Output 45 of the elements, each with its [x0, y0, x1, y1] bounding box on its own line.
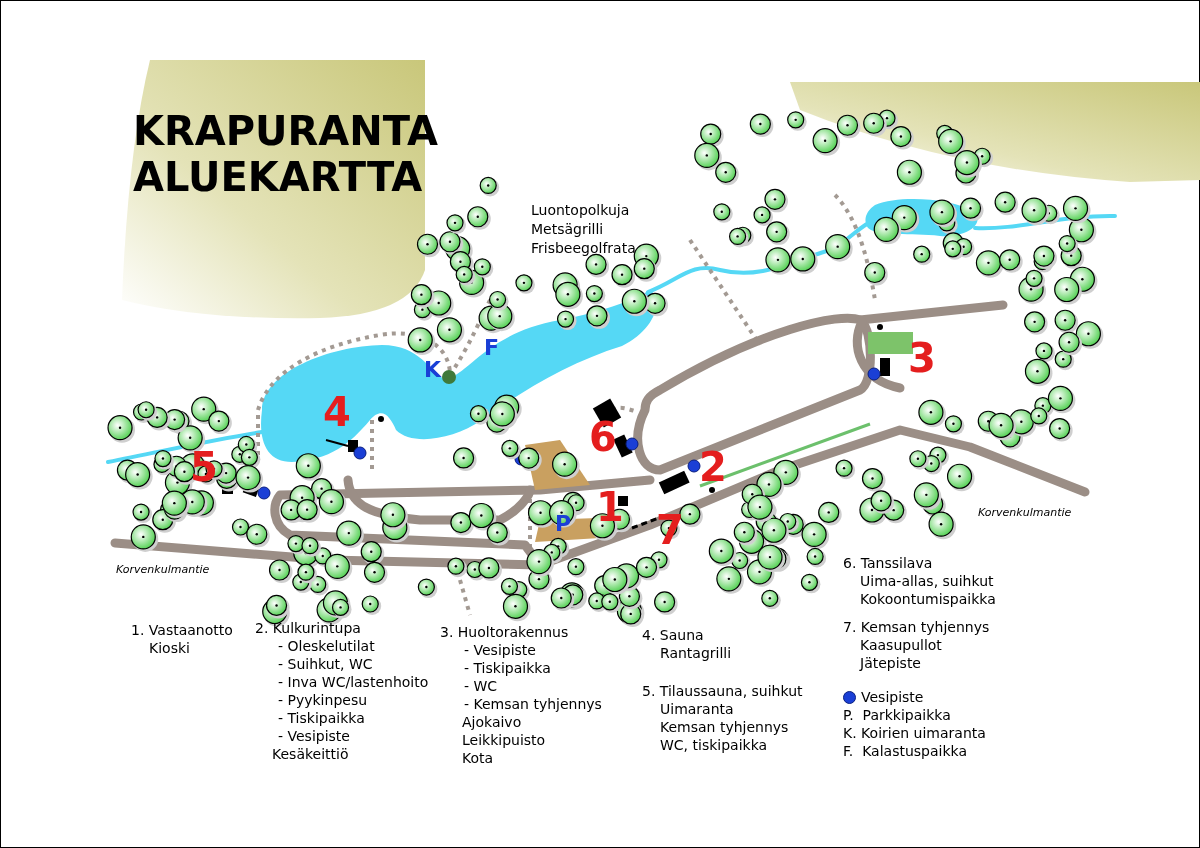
map-number: 2 [699, 447, 727, 487]
map-text: Uima-allas, suihkut [860, 572, 994, 590]
map-text: - Tiskipaikka [464, 659, 551, 677]
map-text: - Inva WC/lastenhoito [278, 673, 429, 691]
map-text: 1. Vastaanotto [131, 621, 233, 639]
map-letter: K [424, 359, 442, 381]
map-text: Jätepiste [860, 654, 921, 672]
map-text: 3. Huoltorakennus [440, 623, 569, 641]
map-text: K. Koirien uimaranta [843, 724, 986, 742]
map-text: Luontopolkuja [531, 201, 630, 219]
map-text: Kioski [149, 639, 190, 657]
map-text: - Vesipiste [278, 727, 350, 745]
map-text: F. Kalastuspaikka [843, 742, 967, 760]
map-text: 6. Tanssilava [843, 554, 933, 572]
map-text: Metsägrilli [531, 220, 604, 238]
map-text: 4. Sauna [642, 626, 704, 644]
map-text: Frisbeegolfrata [531, 239, 636, 257]
map-text: WC, tiskipaikka [660, 736, 768, 754]
map-text: Rantagrilli [660, 644, 732, 662]
map-text: Kaasupullot [860, 636, 942, 654]
map-text: - Vesipiste [464, 641, 536, 659]
map-text: - Oleskelutilat [278, 637, 375, 655]
map-text: Leikkipuisto [462, 731, 546, 749]
map-text: 2. Kulkurintupa [255, 619, 361, 637]
map-text: - Suihkut, WC [278, 655, 373, 673]
map-text: 5. Tilaussauna, suihkut [642, 682, 803, 700]
legend-text: Vesipiste [861, 688, 924, 706]
map-text: Kota [462, 749, 494, 767]
map-text: P. Parkkipaikka [843, 706, 951, 724]
map-text: - Pyykinpesu [278, 691, 368, 709]
road-name: Korvenkulmantie [116, 564, 210, 575]
road-name: Korvenkulmantie [978, 507, 1072, 518]
map-text: 7. Kemsan tyhjennys [843, 618, 990, 636]
map-text: Uimaranta [660, 700, 734, 718]
map-number: 6 [589, 417, 617, 457]
map-title: KRAPURANTA ALUEKARTTA [133, 108, 439, 200]
map-text: Ajokaivo [462, 713, 522, 731]
map-text: Kemsan tyhjennys [660, 718, 789, 736]
map-text: - WC [464, 677, 498, 695]
map-number: 4 [323, 392, 351, 432]
map-text: - Kemsan tyhjennys [464, 695, 602, 713]
map-text: Kokoontumispaikka [860, 590, 996, 608]
map-text: Kesäkeittiö [272, 745, 349, 763]
map-text: - Tiskipaikka [278, 709, 365, 727]
map-number: 3 [908, 338, 936, 378]
